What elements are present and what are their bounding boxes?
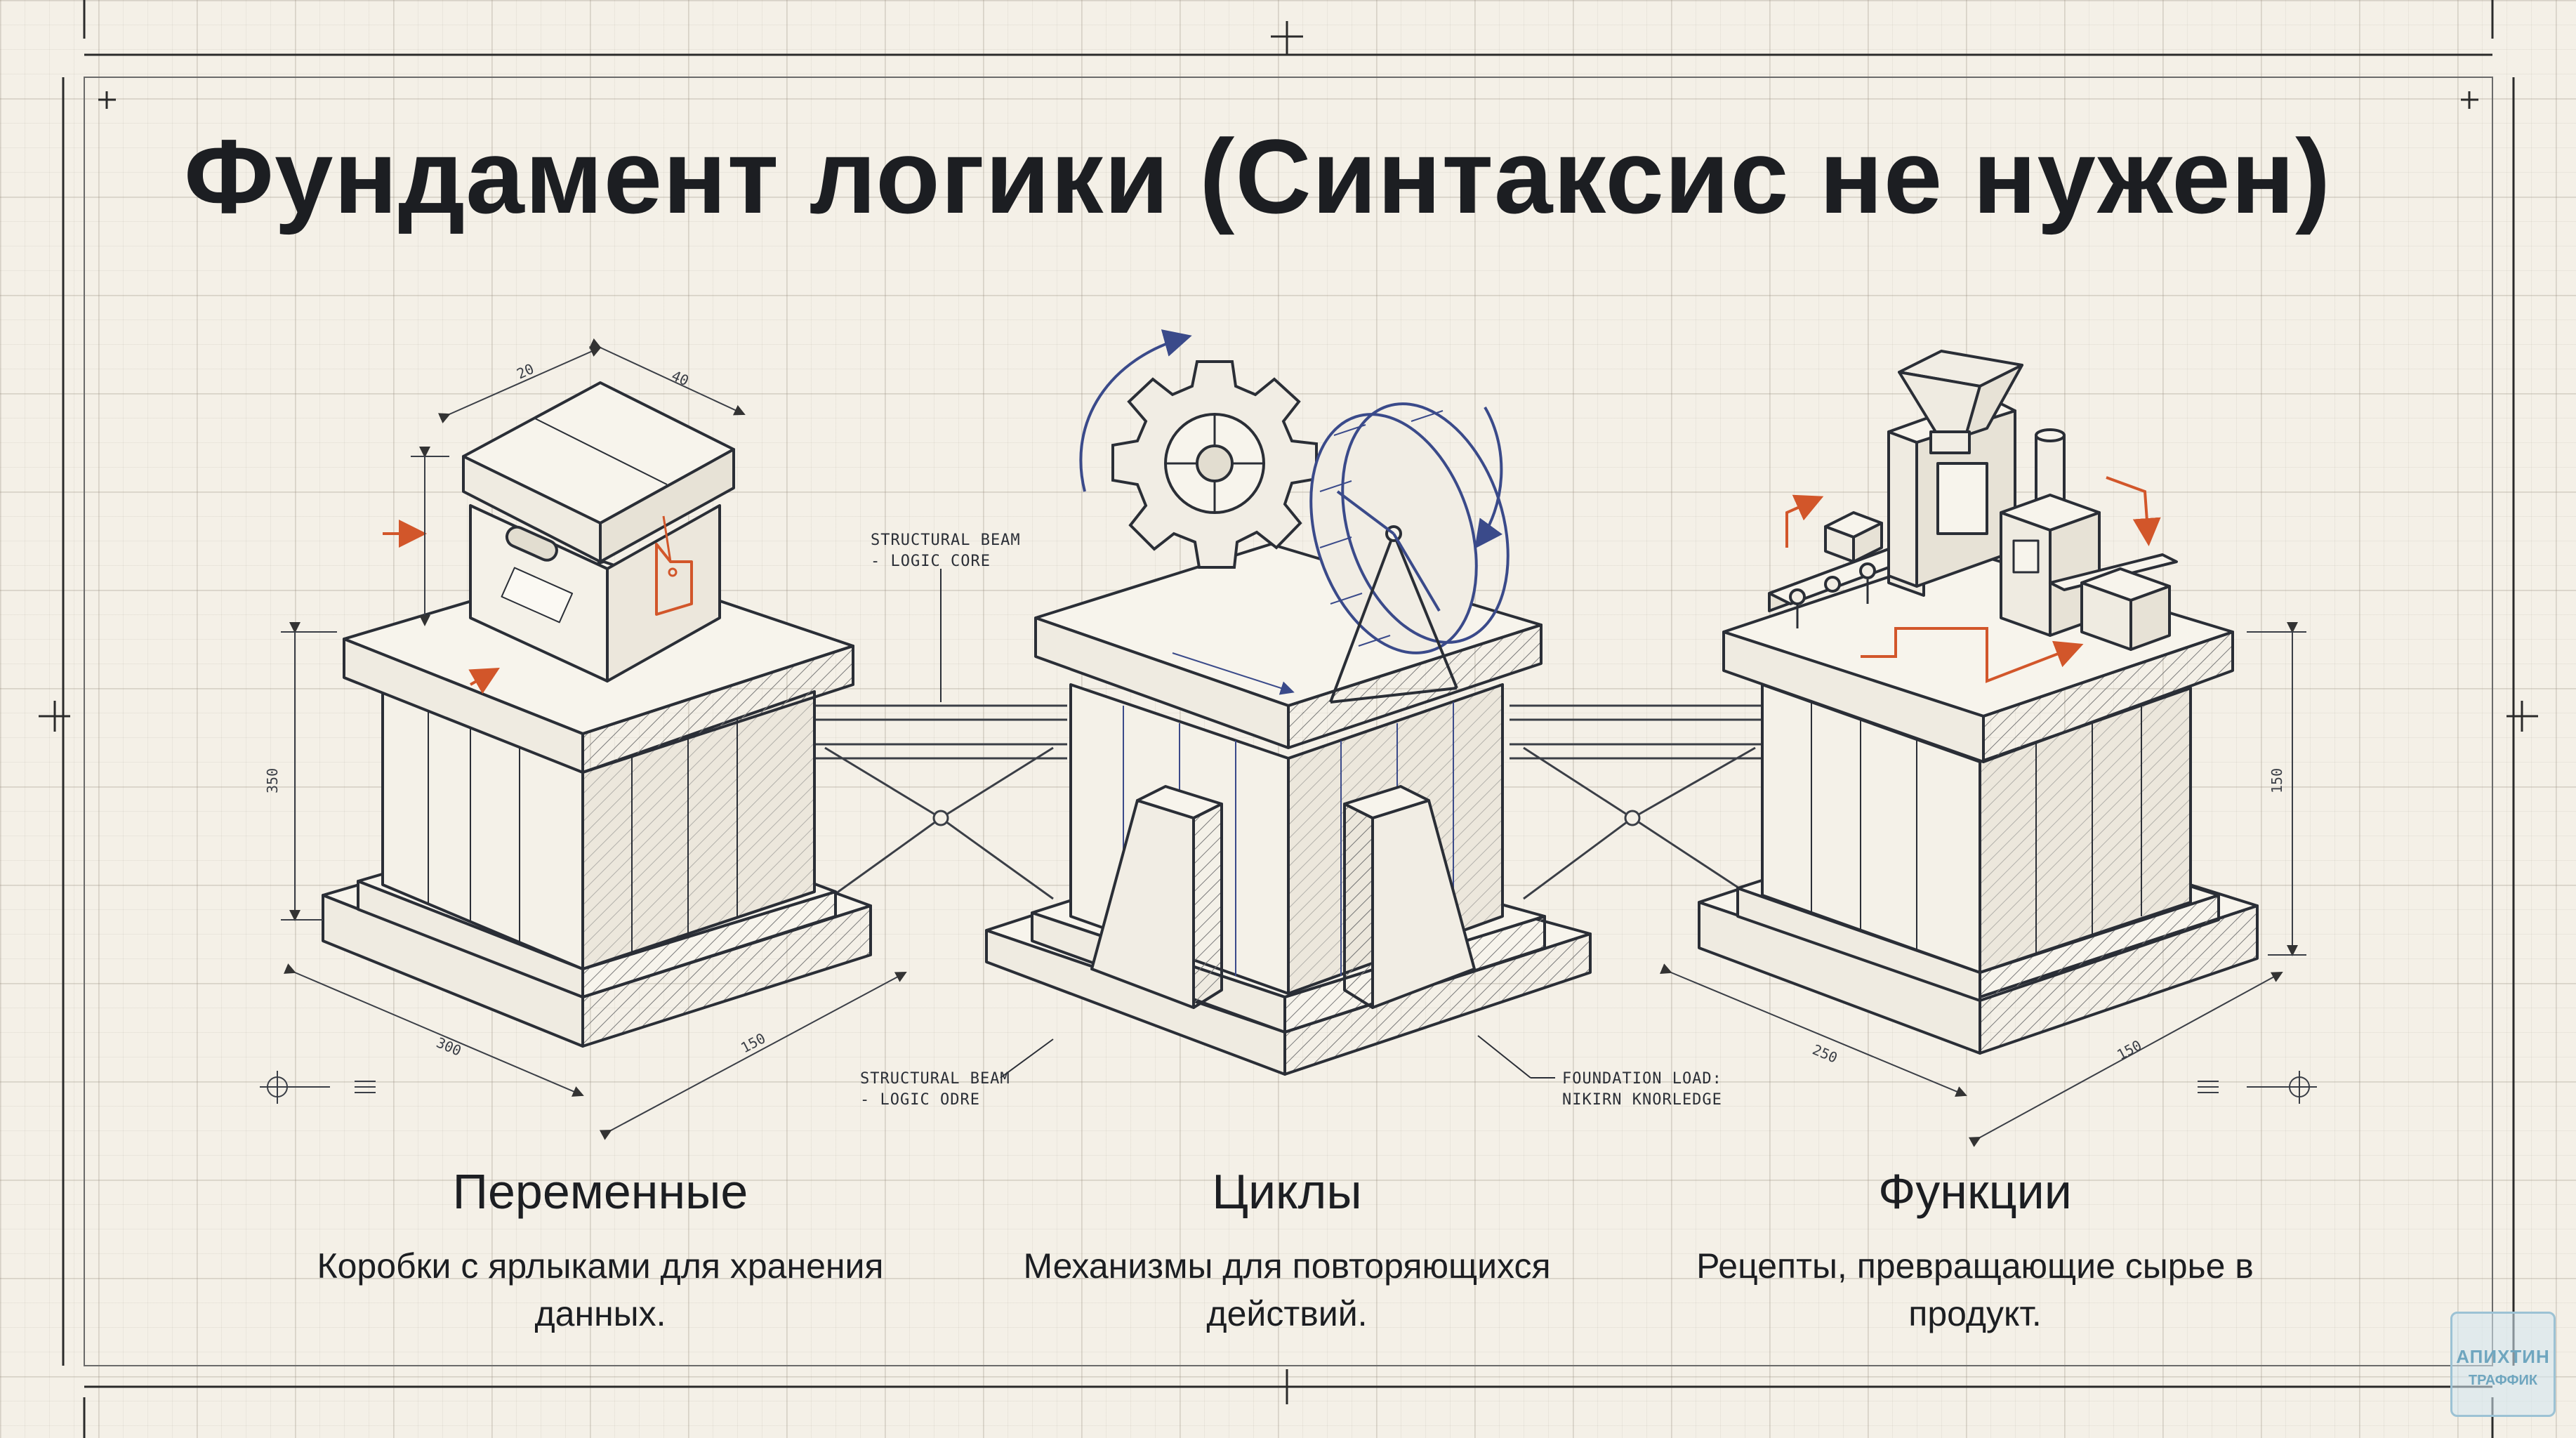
svg-text:250: 250: [1810, 1041, 1840, 1067]
annotation-beam-top: STRUCTURAL BEAM - LOGIC CORE: [871, 532, 1021, 570]
flow-arrows-functions: [1785, 476, 2161, 683]
column-variables: Переменные Коробки с ярлыками для хранен…: [284, 1162, 916, 1338]
svg-text:40: 40: [669, 367, 692, 390]
column-description: Механизмы для повторяющихся действий.: [1023, 1246, 1551, 1333]
column-description: Рецепты, превращающие сырье в продукт.: [1696, 1246, 2254, 1333]
dimension-lines-right: [1660, 622, 2317, 1147]
svg-text:350: 350: [264, 768, 281, 793]
watermark-line2: ТРАФФИК: [2468, 1373, 2538, 1388]
annotation-leaders: [940, 569, 1555, 1078]
column-title: Функции: [1878, 1164, 2072, 1219]
svg-text:20: 20: [514, 360, 536, 383]
input-arrow-box: [468, 668, 500, 694]
column-description: Коробки с ярлыками для хранения данных.: [317, 1246, 884, 1333]
watermark-logo: АПИХТИН ТРАФФИК: [2450, 1312, 2556, 1417]
truss-beam-left: [807, 704, 1067, 900]
svg-text:150: 150: [2114, 1036, 2144, 1063]
column-loops: Циклы Механизмы для повторяющихся действ…: [971, 1162, 1603, 1338]
column-title: Переменные: [452, 1164, 748, 1219]
factory-machine-icon: [1768, 350, 2178, 651]
watermark-line1: АПИХТИН: [2456, 1346, 2550, 1367]
annotation-beam-bottom: STRUCTURAL BEAM - LOGIC ODRE: [860, 1070, 1010, 1109]
truss-beam-right: [1510, 704, 1769, 900]
svg-text:150: 150: [738, 1029, 768, 1056]
storage-box-icon: [462, 381, 735, 682]
registration-marks: [39, 21, 2538, 1404]
column-functions: Функции Рецепты, превращающие сырье в пр…: [1659, 1162, 2291, 1338]
rotation-arrow-wheel: [1474, 406, 1503, 549]
pedestal-functions: [1698, 550, 2259, 1055]
svg-text:300: 300: [434, 1034, 464, 1060]
column-title: Циклы: [1212, 1164, 1362, 1219]
annotation-foundation-load: FOUNDATION LOAD: NIKIRN KNORLEDGE: [1562, 1070, 1722, 1109]
pedestal-loops: [985, 543, 1592, 1076]
dimension-lines-left: [260, 338, 907, 1140]
svg-text:150: 150: [2268, 768, 2285, 793]
hamster-wheel-icon: [1309, 402, 1510, 704]
rotation-arrow-gear: [1079, 329, 1192, 492]
gear-icon: [1111, 360, 1318, 569]
page-title: Фундамент логики (Синтаксис не нужен): [184, 117, 2332, 235]
